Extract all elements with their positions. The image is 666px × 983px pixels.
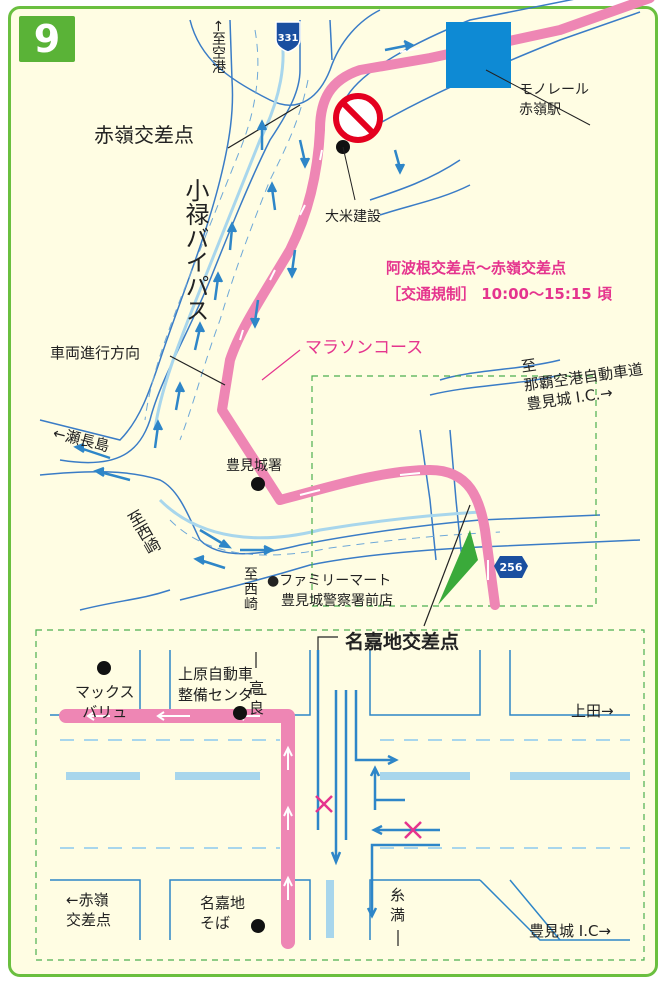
familymart-label: ●ファミリーマート 豊見城警察署前店 bbox=[267, 573, 393, 609]
max-bariyu-label: マックス バリュ bbox=[75, 683, 135, 721]
lane-dashes bbox=[144, 29, 501, 556]
inset-frame bbox=[35, 629, 645, 961]
restriction-title: 阿波根交差点～赤嶺交差点 bbox=[386, 259, 567, 277]
no-entry-sign-icon bbox=[333, 93, 383, 143]
to-akamine-intersection-label: ←赤嶺 交差点 bbox=[66, 891, 112, 929]
to-nishizaki-bottom-label: 至 西 崎 bbox=[244, 567, 258, 613]
inset-lane-dashes bbox=[60, 739, 630, 849]
section-number-badge: 9 bbox=[19, 16, 75, 62]
nakachi-pointer-line bbox=[317, 636, 338, 650]
landmark-dot-icon bbox=[251, 919, 265, 933]
daiyone-leader-line bbox=[342, 146, 356, 201]
marathon-course-upper bbox=[217, 0, 655, 610]
direction-arrow-icon bbox=[73, 39, 415, 570]
route-331-label: 331 bbox=[278, 33, 299, 44]
station-leader-line bbox=[485, 69, 591, 126]
nakachi-leader-line bbox=[423, 504, 471, 627]
to-airport-label: ←至空港 bbox=[210, 20, 226, 74]
nakachi-intersection-label: 名嘉地交差点 bbox=[345, 631, 460, 653]
oroku-bypass-label: 小禄バイパス bbox=[181, 178, 209, 322]
landmark-dot-icon bbox=[251, 477, 265, 491]
to-takara-label: 高 良 bbox=[249, 679, 265, 717]
inset-pointer-triangle bbox=[438, 530, 478, 605]
itoman-label: 糸 満 bbox=[390, 886, 406, 924]
vehicle-direction-leader-line bbox=[169, 355, 226, 386]
restriction-time: ［交通規制］ 10:00～15:15 頃 bbox=[386, 285, 612, 303]
landmark-dot-icon bbox=[97, 661, 111, 675]
monorail-station-label: モノレール 赤嶺駅 bbox=[519, 82, 589, 118]
route-256-label: 256 bbox=[500, 561, 523, 574]
uehara-auto-label: 上原自動車 整備センター bbox=[178, 665, 269, 704]
landmark-dot-icon bbox=[233, 706, 247, 720]
vehicle-direction-label: 車両進行方向 bbox=[50, 344, 141, 362]
tomigusuku-police-label: 豊見城署 bbox=[226, 458, 282, 474]
route-shield-icon bbox=[275, 21, 528, 578]
marathon-course-lower bbox=[59, 709, 295, 949]
no-turn-cross-icon bbox=[315, 795, 422, 839]
marathon-course-label: マラソンコース bbox=[305, 338, 424, 358]
akamine-intersection-label: 赤嶺交差点 bbox=[94, 123, 194, 147]
direction-arrow-icon bbox=[316, 650, 440, 919]
nakachi-soba-label: 名嘉地 そば bbox=[200, 894, 246, 932]
inset-road-outlines bbox=[50, 650, 630, 941]
tomigusuku-ic-label: 豊見城 I.C→ bbox=[529, 922, 612, 940]
inset-median bbox=[66, 772, 630, 938]
road-center-lines bbox=[153, 29, 481, 540]
course-leader-line bbox=[261, 349, 301, 381]
to-ueda-label: 上田→ bbox=[571, 702, 614, 720]
map-frame bbox=[8, 6, 658, 977]
daiyone-label: 大米建設 bbox=[325, 209, 381, 225]
